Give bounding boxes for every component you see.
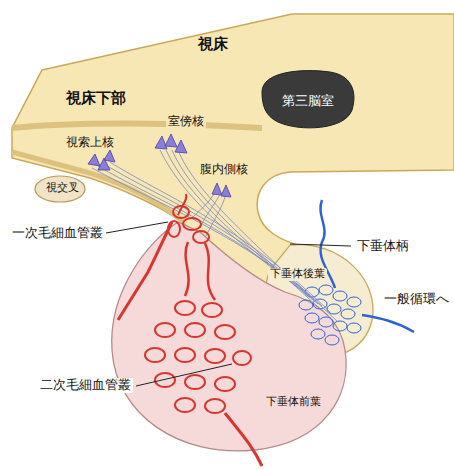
red-vessel <box>225 413 262 466</box>
axon-bundle <box>178 150 338 322</box>
optic-chiasm <box>35 176 85 202</box>
part-label: 一次毛細血管叢 <box>10 226 105 241</box>
red-vessel <box>215 325 235 339</box>
red-vessel <box>215 377 235 391</box>
part-label: 一般循環へ <box>382 292 451 307</box>
red-vessel <box>233 351 251 365</box>
blue-vein <box>299 300 313 310</box>
axon-bundle <box>166 150 318 304</box>
neuron-cell <box>88 154 100 166</box>
part-label: 下垂体前葉 <box>264 396 323 409</box>
leader-line <box>106 222 351 386</box>
axon-bundle <box>206 194 226 236</box>
red-vessel <box>118 222 172 320</box>
red-vessel <box>185 375 205 389</box>
red-vessel <box>155 373 175 387</box>
red-vessel <box>185 323 205 337</box>
region-label: 視床下部 <box>66 90 126 107</box>
red-vessel <box>202 303 222 317</box>
red-vessel <box>178 194 186 215</box>
brain-tissue <box>12 14 454 300</box>
red-vessel <box>155 323 175 337</box>
blue-vein <box>333 291 347 301</box>
part-label: 下垂体後葉 <box>268 268 327 281</box>
red-vessel <box>175 398 195 412</box>
red-vessel <box>193 231 209 243</box>
part-label: 腹内側核 <box>198 163 250 177</box>
brain-tissue <box>12 152 184 222</box>
neuron-cell <box>165 134 177 147</box>
neuron-cell <box>155 136 167 149</box>
blue-vein <box>362 315 414 332</box>
optic-chiasm <box>35 176 85 202</box>
blue-vein <box>347 297 361 307</box>
blue-vein <box>333 321 347 331</box>
blue-vein <box>325 335 339 345</box>
red-vessel <box>173 206 189 218</box>
blue-vein <box>319 317 333 327</box>
axon-bundle <box>92 150 338 322</box>
red-vessel <box>205 349 225 363</box>
red-vessel <box>205 243 215 300</box>
leader-line <box>290 244 351 246</box>
brain-tissue <box>12 123 262 128</box>
red-vessel <box>183 218 201 230</box>
neuron-cell <box>175 140 187 153</box>
blue-vein <box>327 304 341 314</box>
blue-vein <box>341 309 355 319</box>
blue-vein <box>347 323 361 333</box>
brain-tissue <box>12 14 454 300</box>
part-label: 視索上核 <box>64 136 116 150</box>
red-vessel <box>175 301 195 315</box>
red-vessel <box>168 221 180 237</box>
blue-vein <box>319 285 333 295</box>
part-label: 室傍核 <box>166 115 206 129</box>
axon-bundle <box>110 162 330 312</box>
axon-bundle <box>200 194 220 228</box>
neuron-cell <box>221 185 231 197</box>
red-vessel <box>145 348 165 362</box>
blue-vein <box>305 313 319 323</box>
neuron-cell <box>212 183 222 195</box>
region-label: 第三脳室 <box>282 94 334 109</box>
red-vessel <box>118 194 262 466</box>
part-label: 視交叉 <box>46 182 79 195</box>
axon-bundle <box>192 194 214 218</box>
neuron-cell <box>104 150 115 162</box>
third-ventricle <box>262 71 354 128</box>
part-label: 下垂体柄 <box>355 239 411 254</box>
red-vessel <box>185 242 189 296</box>
leader-line <box>106 222 168 233</box>
red-vessel <box>175 348 195 362</box>
third-ventricle <box>262 71 354 128</box>
leader-line <box>136 364 232 386</box>
red-vessel <box>205 399 225 413</box>
axon-bundle <box>104 164 322 306</box>
region-label: 視床 <box>198 36 228 53</box>
blue-vein <box>311 329 325 339</box>
part-label: 二次毛細血管叢 <box>38 378 133 393</box>
